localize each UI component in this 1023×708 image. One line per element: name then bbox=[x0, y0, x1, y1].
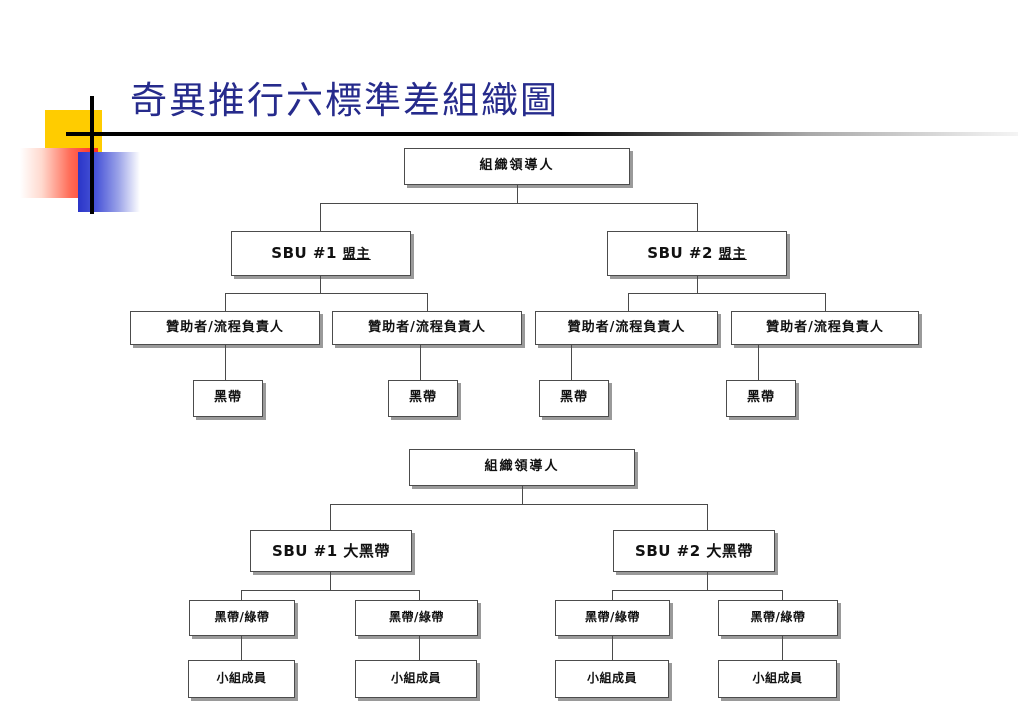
connector-line bbox=[825, 293, 826, 311]
node-label: 黑帶 bbox=[213, 390, 242, 406]
node-sponsor-process-owner-4[interactable]: 贊助者/流程負責人 bbox=[731, 311, 919, 345]
connector-line bbox=[427, 293, 428, 311]
connector-line bbox=[628, 293, 825, 294]
node-label: 小組成員 bbox=[752, 671, 803, 686]
node-black-belt-3[interactable]: 黑帶 bbox=[539, 380, 609, 417]
connector-line bbox=[697, 203, 698, 231]
connector-line bbox=[420, 345, 421, 380]
node-label: 黑帶/綠帶 bbox=[389, 610, 444, 625]
node-black-belt-1[interactable]: 黑帶 bbox=[193, 380, 263, 417]
node-sponsor-process-owner-3[interactable]: 贊助者/流程負責人 bbox=[535, 311, 718, 345]
node-label: 贊助者/流程負責人 bbox=[567, 319, 686, 335]
node-sponsor-process-owner-2[interactable]: 贊助者/流程負責人 bbox=[332, 311, 522, 345]
node-sbu-1-master-black-belt[interactable]: SBU #1 大黑帶 bbox=[250, 530, 412, 572]
node-label: 黑帶/綠帶 bbox=[214, 610, 270, 625]
node-organization-leader[interactable]: 組織領導人 bbox=[404, 148, 630, 185]
connector-line bbox=[612, 590, 613, 600]
connector-line bbox=[241, 636, 242, 660]
node-label: 黑帶/綠帶 bbox=[585, 610, 640, 625]
connector-line bbox=[612, 636, 613, 660]
node-label: 贊助者/流程負責人 bbox=[166, 319, 284, 335]
node-black-green-belt-1[interactable]: 黑帶/綠帶 bbox=[189, 600, 295, 636]
connector-line bbox=[225, 293, 427, 294]
node-sbu-2-master-black-belt[interactable]: SBU #2 大黑帶 bbox=[613, 530, 775, 572]
connector-line bbox=[419, 590, 420, 600]
decoration-horizontal-rule bbox=[66, 132, 1018, 136]
node-label: 贊助者/流程負責人 bbox=[368, 319, 486, 335]
connector-line bbox=[782, 636, 783, 660]
node-team-member-2[interactable]: 小組成員 bbox=[355, 660, 477, 698]
connector-line bbox=[697, 276, 698, 293]
node-sbu-1-champion[interactable]: SBU #1 盟主 bbox=[231, 231, 411, 276]
node-label: SBU #1 大黑帶 bbox=[272, 541, 390, 560]
decoration-blue-gradient-square bbox=[78, 152, 140, 212]
node-black-belt-4[interactable]: 黑帶 bbox=[726, 380, 796, 417]
node-team-member-4[interactable]: 小組成員 bbox=[718, 660, 837, 698]
connector-line bbox=[241, 590, 419, 591]
node-label: 小組成員 bbox=[216, 671, 267, 686]
node-black-belt-2[interactable]: 黑帶 bbox=[388, 380, 458, 417]
node-label: SBU #2 大黑帶 bbox=[635, 541, 753, 560]
connector-line bbox=[707, 504, 708, 530]
decoration-vertical-rule bbox=[90, 96, 94, 214]
page-title: 奇異推行六標準差組織圖 bbox=[130, 79, 559, 122]
node-label: 小組成員 bbox=[390, 671, 441, 686]
node-label: 黑帶 bbox=[746, 390, 775, 406]
node-sponsor-process-owner-1[interactable]: 贊助者/流程負責人 bbox=[130, 311, 320, 345]
connector-line bbox=[707, 572, 708, 590]
connector-line bbox=[330, 572, 331, 590]
node-label: SBU #2 盟主 bbox=[647, 243, 747, 262]
node-label: 組織領導人 bbox=[479, 158, 555, 174]
connector-line bbox=[241, 590, 242, 600]
node-label: 黑帶/綠帶 bbox=[750, 610, 806, 625]
connector-line bbox=[517, 185, 518, 203]
connector-line bbox=[612, 590, 782, 591]
node-black-green-belt-2[interactable]: 黑帶/綠帶 bbox=[355, 600, 478, 636]
node-label: 小組成員 bbox=[586, 671, 637, 686]
connector-line bbox=[628, 293, 629, 311]
connector-line bbox=[330, 504, 331, 530]
node-black-green-belt-4[interactable]: 黑帶/綠帶 bbox=[718, 600, 838, 636]
connector-line bbox=[320, 203, 321, 231]
node-label: 黑帶 bbox=[408, 390, 437, 406]
connector-line bbox=[320, 276, 321, 293]
node-label: 黑帶 bbox=[559, 390, 588, 406]
node-team-member-1[interactable]: 小組成員 bbox=[188, 660, 295, 698]
connector-line bbox=[571, 345, 572, 380]
node-label: 組織領導人 bbox=[484, 459, 560, 475]
connector-line bbox=[419, 636, 420, 660]
node-team-member-3[interactable]: 小組成員 bbox=[555, 660, 669, 698]
connector-line bbox=[758, 345, 759, 380]
connector-line bbox=[320, 203, 697, 204]
node-sbu-2-champion[interactable]: SBU #2 盟主 bbox=[607, 231, 787, 276]
connector-line bbox=[225, 293, 226, 311]
connector-line bbox=[782, 590, 783, 600]
connector-line bbox=[330, 504, 707, 505]
connector-line bbox=[522, 486, 523, 504]
connector-line bbox=[225, 345, 226, 380]
node-label: 贊助者/流程負責人 bbox=[766, 319, 884, 335]
node-black-green-belt-3[interactable]: 黑帶/綠帶 bbox=[555, 600, 670, 636]
node-organization-leader-2[interactable]: 組織領導人 bbox=[409, 449, 635, 486]
node-label: SBU #1 盟主 bbox=[271, 243, 371, 262]
